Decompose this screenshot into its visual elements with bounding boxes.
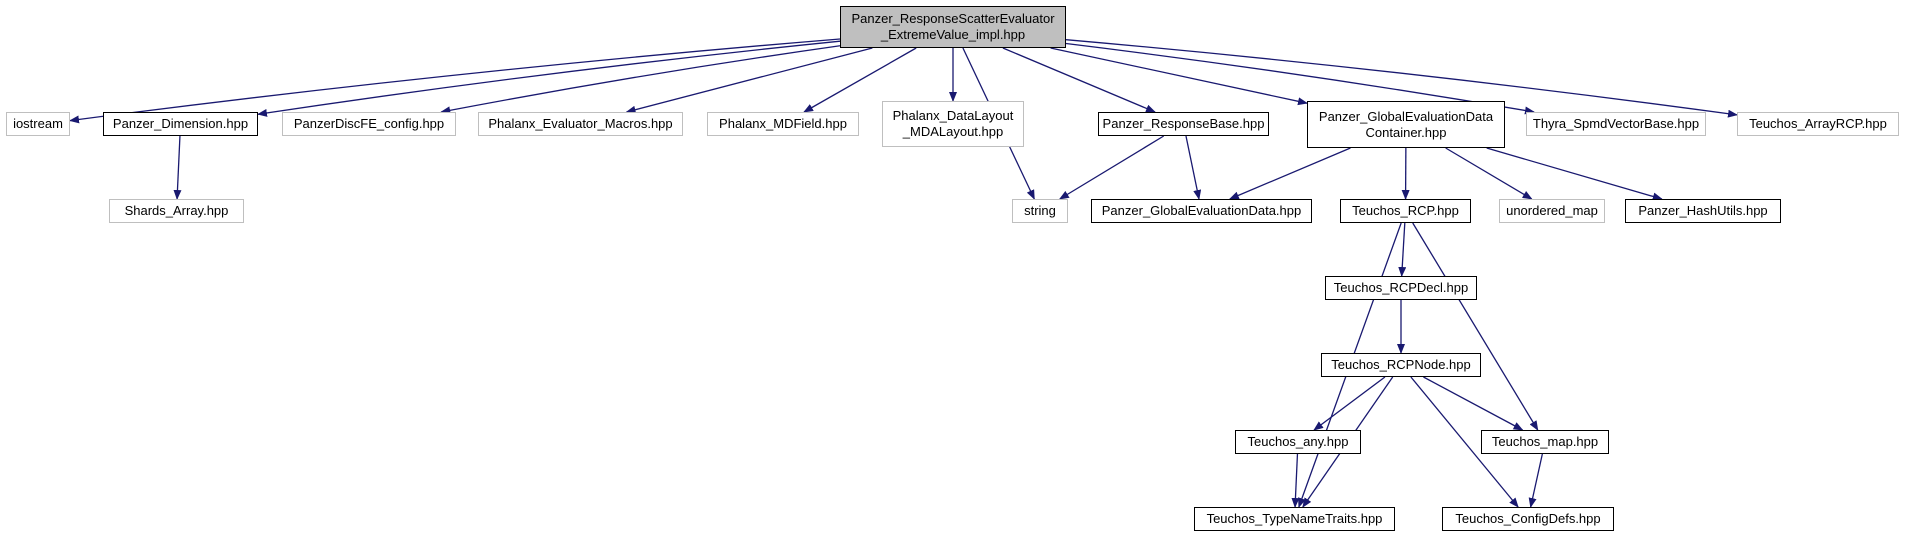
node-unordered-map[interactable]: unordered_map	[1499, 199, 1605, 223]
edge-root-to-responsebase	[1002, 47, 1156, 113]
node-teuchos-rcpnode[interactable]: Teuchos_RCPNode.hpp	[1321, 353, 1481, 377]
node-root-response-scatter-evaluator[interactable]: Panzer_ResponseScatterEvaluator _Extreme…	[840, 6, 1066, 48]
edge-rcp-to-map	[1412, 222, 1539, 431]
node-phalanx-evaluator-macros[interactable]: Phalanx_Evaluator_Macros.hpp	[478, 112, 683, 136]
node-shards-array[interactable]: Shards_Array.hpp	[109, 199, 244, 223]
node-teuchos-map[interactable]: Teuchos_map.hpp	[1481, 430, 1609, 454]
edge-responsebase-to-ged	[1185, 135, 1202, 200]
edge-root-to-dimension	[257, 40, 841, 117]
edge-rcpnode-to-map	[1423, 376, 1524, 431]
node-teuchos-configdefs[interactable]: Teuchos_ConfigDefs.hpp	[1442, 507, 1614, 531]
edge-root-to-gedc	[1050, 47, 1308, 106]
edge-responsebase-to-string	[1058, 135, 1165, 200]
node-teuchos-rcpdecl[interactable]: Teuchos_RCPDecl.hpp	[1325, 276, 1477, 300]
edge-gedc-to-unordered_map	[1445, 147, 1533, 200]
node-teuchos-any[interactable]: Teuchos_any.hpp	[1235, 430, 1361, 454]
edge-rcpnode-to-configdefs	[1410, 376, 1519, 508]
node-thyra-spmdvectorbase[interactable]: Thyra_SpmdVectorBase.hpp	[1526, 112, 1706, 136]
edge-gedc-to-ged	[1228, 147, 1351, 200]
node-teuchos-arrayrcp[interactable]: Teuchos_ArrayRCP.hpp	[1737, 112, 1899, 136]
edge-rcp-to-rcpdecl	[1398, 222, 1407, 277]
node-panzer-globalevaluationdata[interactable]: Panzer_GlobalEvaluationData.hpp	[1091, 199, 1312, 223]
edge-any-to-typenametraits	[1291, 453, 1300, 508]
edge-gedc-to-hashutils	[1486, 147, 1663, 201]
node-panzer-hashutils[interactable]: Panzer_HashUtils.hpp	[1625, 199, 1781, 223]
node-panzerdiscfe-config[interactable]: PanzerDiscFE_config.hpp	[282, 112, 456, 136]
node-panzer-dimension[interactable]: Panzer_Dimension.hpp	[103, 112, 258, 136]
edge-root-to-discfe_config	[440, 45, 841, 115]
node-teuchos-typenametraits[interactable]: Teuchos_TypeNameTraits.hpp	[1194, 507, 1395, 531]
node-phalanx-mdfield[interactable]: Phalanx_MDField.hpp	[707, 112, 859, 136]
node-panzer-responsebase[interactable]: Panzer_ResponseBase.hpp	[1098, 112, 1269, 136]
edge-map-to-configdefs	[1528, 453, 1543, 508]
node-iostream[interactable]: iostream	[6, 112, 70, 136]
edge-rcpnode-to-any	[1313, 376, 1386, 431]
edge-root-to-mdfield	[803, 47, 917, 113]
node-teuchos-rcp[interactable]: Teuchos_RCP.hpp	[1340, 199, 1471, 223]
edge-root-to-arrayrcp	[1065, 39, 1738, 118]
node-panzer-globalevaluationdata-container[interactable]: Panzer_GlobalEvaluationData Container.hp…	[1307, 101, 1505, 148]
edge-root-to-eval_macros	[625, 47, 873, 114]
edge-dimension-to-shards	[173, 135, 182, 200]
node-phalanx-datalayout[interactable]: Phalanx_DataLayout _MDALayout.hpp	[882, 101, 1024, 147]
edge-root-to-iostream	[69, 38, 841, 124]
node-string[interactable]: string	[1012, 199, 1068, 223]
